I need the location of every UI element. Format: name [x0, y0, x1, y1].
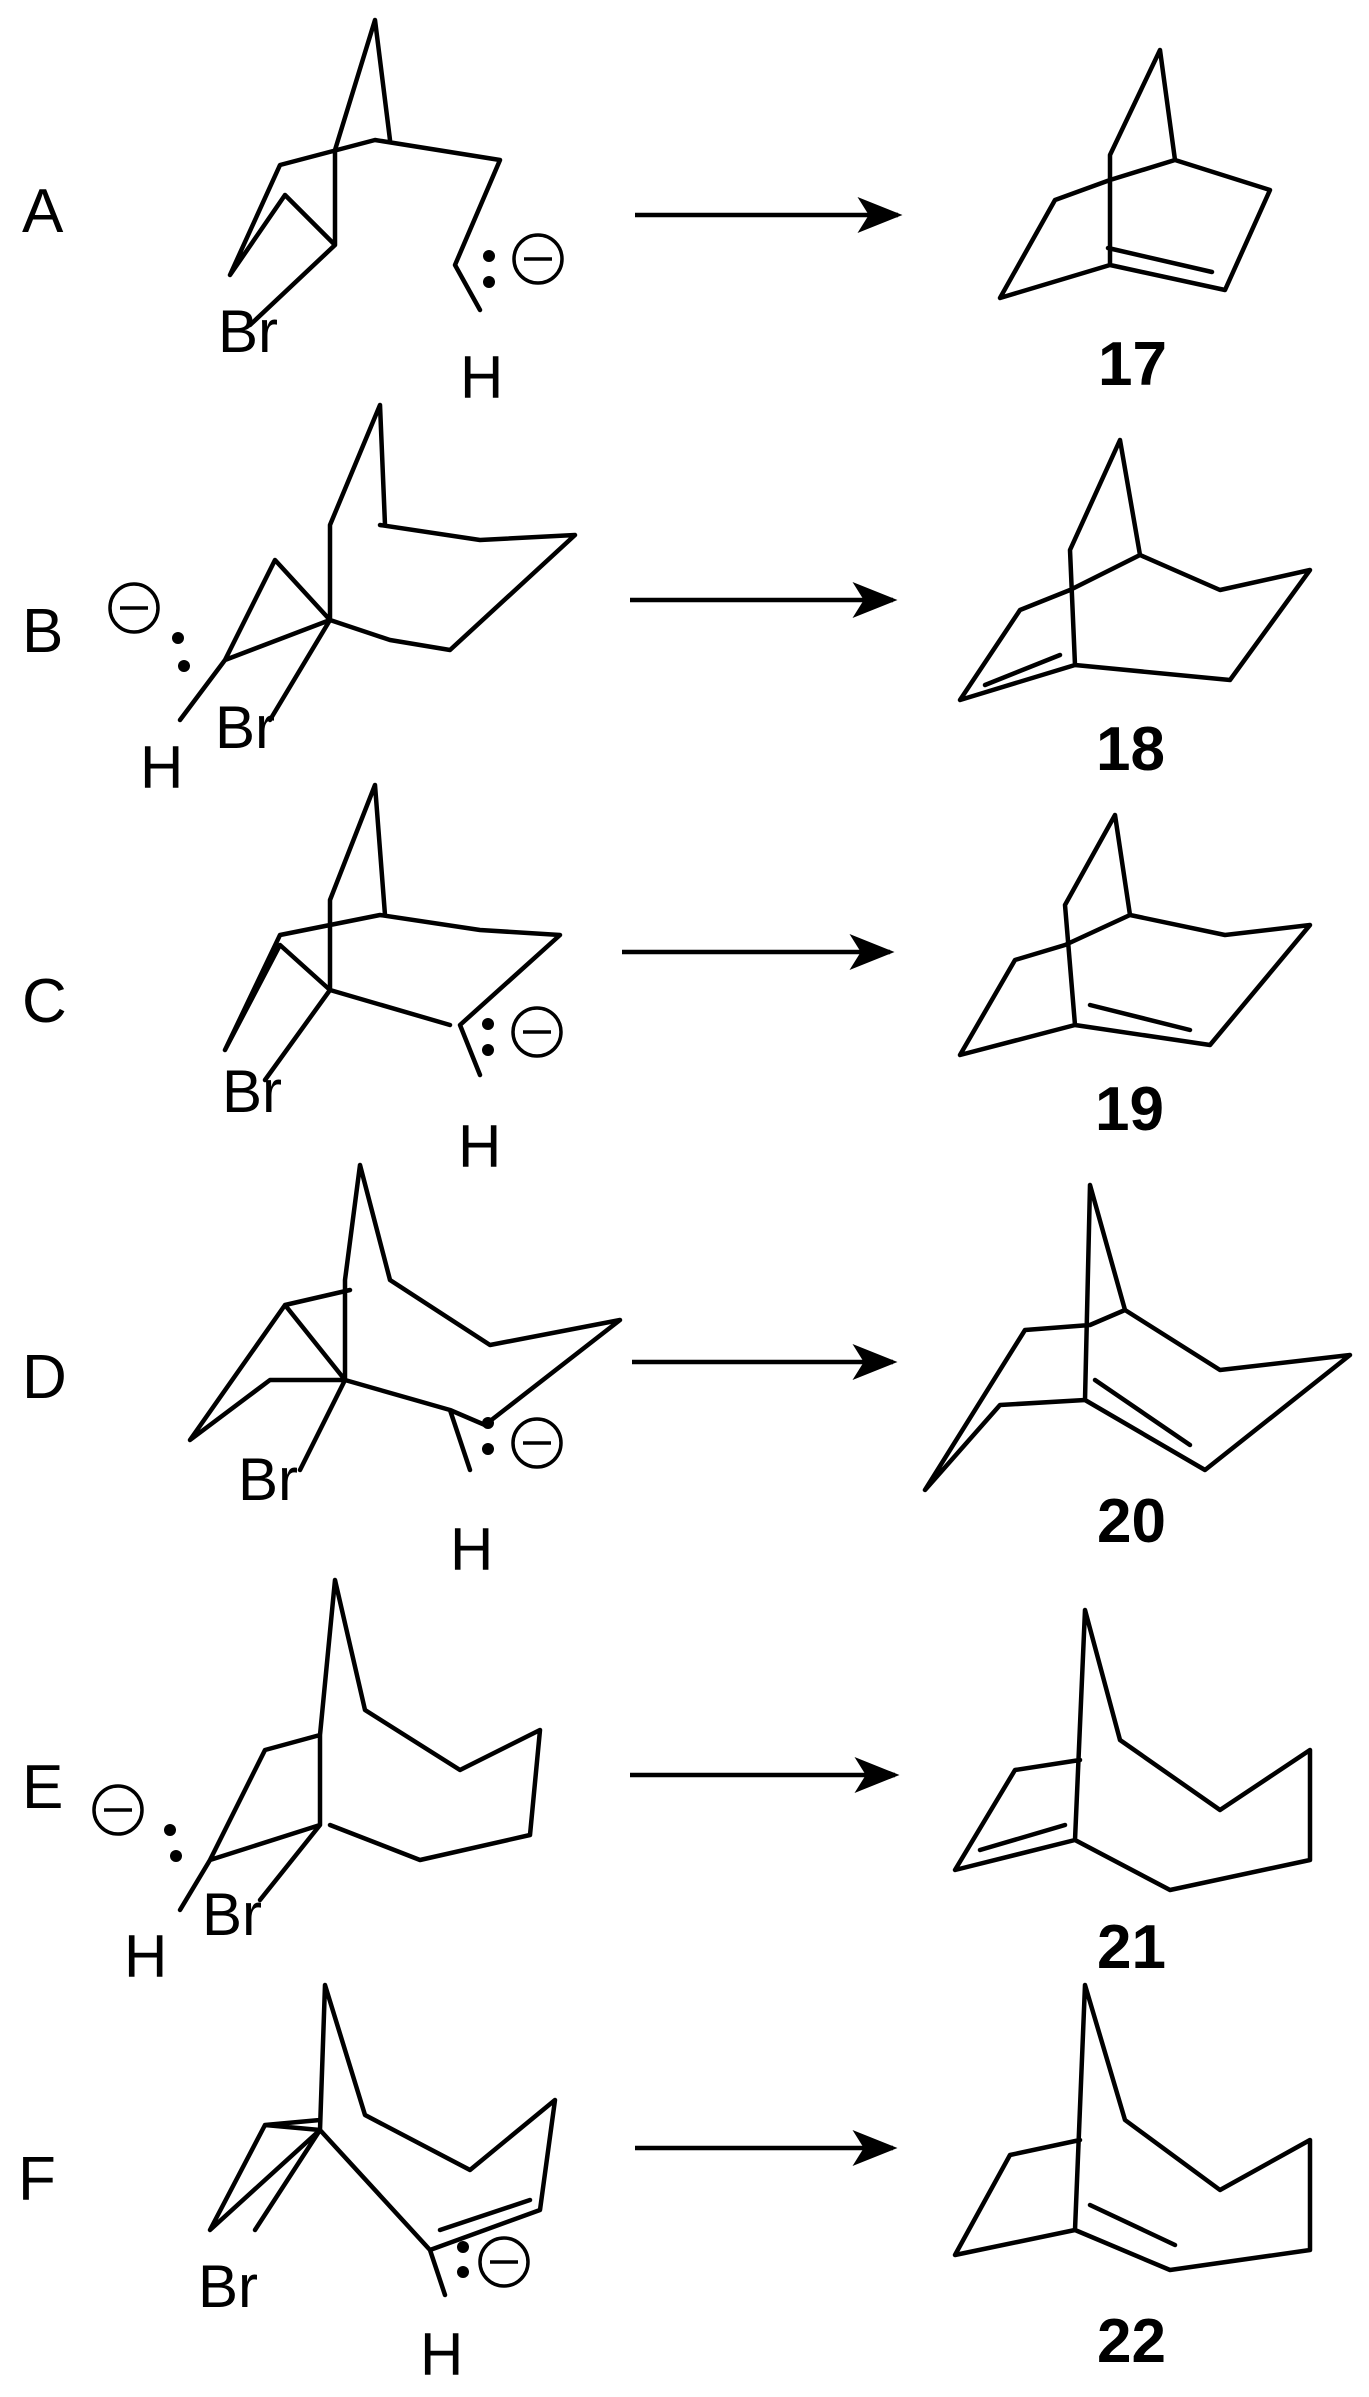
compound-number-22: 22 [1097, 2307, 1166, 2376]
bromine-atom-b: Br [215, 694, 275, 761]
reaction-row-a: A Br H 17 [22, 17, 1273, 411]
bromine-atom-a: Br [218, 298, 278, 365]
row-label-e: E [22, 1753, 63, 1822]
hydrogen-atom-f: H [420, 2321, 463, 2388]
reactant-d-bonds [187, 1162, 623, 1473]
carbanion-lone-pair-b [172, 632, 190, 672]
product-19: 19 [957, 812, 1313, 1144]
reactant-a-bonds [227, 17, 503, 328]
reaction-row-c: C Br H 19 [22, 782, 1313, 1180]
carbanion-lone-pair-f [457, 2241, 469, 2278]
reactant-b: Br H [108, 402, 578, 801]
negative-charge-icon-d [511, 1417, 563, 1469]
row-label-a: A [22, 177, 64, 246]
product-20-bonds [922, 1182, 1353, 1493]
compound-number-18: 18 [1096, 715, 1165, 784]
hydrogen-atom-b: H [140, 734, 183, 801]
bromine-atom-e: Br [202, 1881, 262, 1948]
negative-charge-icon-b [108, 582, 160, 634]
negative-charge-icon-c [511, 1006, 563, 1058]
product-17: 17 [997, 47, 1273, 399]
reactant-e: Br H [92, 1577, 543, 1990]
reaction-row-b: B Br H 18 [22, 402, 1313, 801]
reactant-c-bonds [222, 782, 563, 1083]
row-label-c: C [22, 967, 67, 1036]
reactant-a: Br H [218, 17, 564, 411]
negative-charge-icon-f [478, 2236, 530, 2288]
carbanion-lone-pair-e [164, 1824, 182, 1862]
negative-charge-icon-a [512, 233, 564, 285]
product-22: 22 [952, 1982, 1313, 2376]
row-label-b: B [22, 597, 63, 666]
reaction-row-f: F Br H 22 [18, 1982, 1313, 2388]
product-18-bonds [957, 437, 1313, 703]
hydrogen-atom-a: H [460, 344, 503, 411]
compound-number-21: 21 [1097, 1913, 1166, 1982]
product-19-bonds [957, 812, 1313, 1058]
compound-number-17: 17 [1098, 330, 1167, 399]
bromine-atom-d: Br [238, 1446, 298, 1513]
product-21: 21 [952, 1607, 1313, 1982]
reaction-row-d: D Br H 20 [22, 1162, 1353, 1583]
bromine-atom-c: Br [222, 1058, 282, 1125]
product-17-bonds [997, 47, 1273, 301]
reaction-row-e: E Br H 21 [22, 1577, 1313, 1990]
row-label-d: D [22, 1343, 67, 1412]
hydrogen-atom-c: H [458, 1113, 501, 1180]
reactant-e-bonds [177, 1577, 543, 1913]
compound-number-19: 19 [1095, 1075, 1164, 1144]
reactant-f-bonds [207, 1982, 558, 2298]
reactant-d: Br H [187, 1162, 623, 1583]
hydrogen-atom-e: H [124, 1923, 167, 1990]
carbanion-lone-pair-c [482, 1018, 494, 1056]
product-22-bonds [952, 1982, 1313, 2273]
reactant-b-bonds [177, 402, 578, 723]
carbanion-lone-pair-a [483, 250, 495, 288]
product-18: 18 [957, 437, 1313, 784]
row-label-f: F [18, 2145, 56, 2214]
reactant-f: Br H [198, 1982, 558, 2388]
product-21-bonds [952, 1607, 1313, 1893]
negative-charge-icon-e [92, 1784, 144, 1836]
reactant-c: Br H [222, 782, 563, 1180]
carbanion-lone-pair-d [482, 1417, 494, 1455]
product-20: 20 [922, 1182, 1353, 1556]
compound-number-20: 20 [1097, 1487, 1166, 1556]
bromine-atom-f: Br [198, 2253, 258, 2320]
hydrogen-atom-d: H [450, 1516, 493, 1583]
